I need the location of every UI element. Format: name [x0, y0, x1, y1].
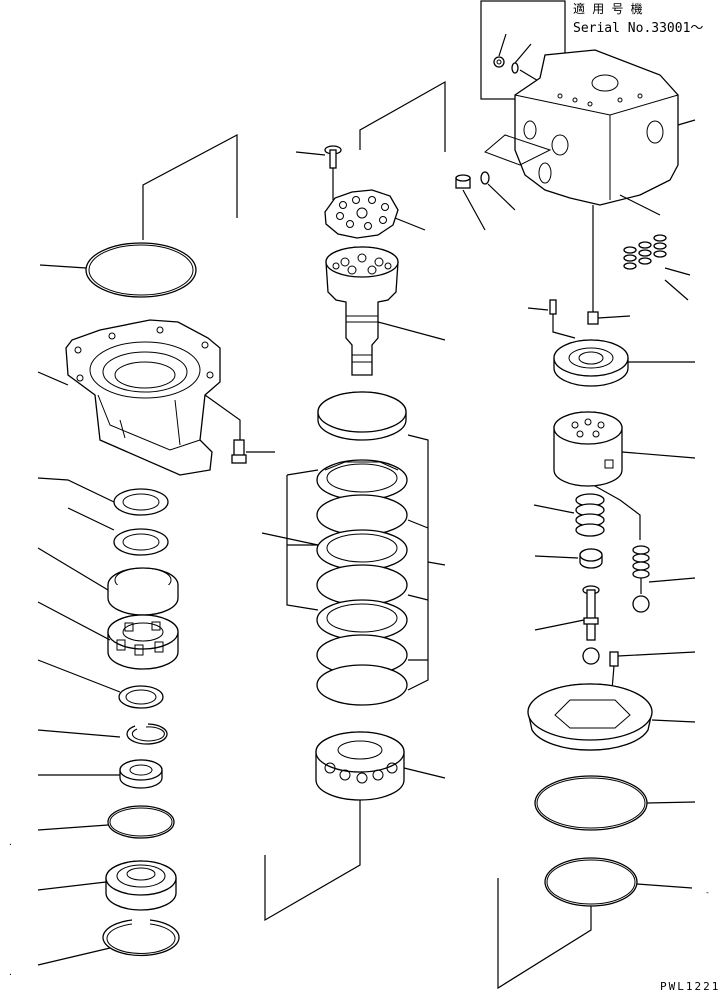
small-pin-right [609, 651, 696, 691]
bracket-mid-top [359, 80, 446, 152]
spring-stack [533, 493, 605, 537]
lock-nut [38, 759, 163, 789]
valve-block [514, 49, 696, 206]
friction-plate-stack [261, 391, 446, 706]
o-ring-right-large [534, 775, 696, 831]
drive-shaft [325, 246, 446, 376]
bearing-race [37, 547, 179, 616]
middle-column-parts [261, 80, 446, 922]
washer-left [37, 659, 164, 709]
small-screw [295, 145, 342, 200]
motor-housing [37, 319, 221, 476]
o-ring-right-small [544, 857, 693, 907]
serial-heading: 適 用 号 機 [573, 1, 643, 16]
serial-inset: 適 用 号 機 Serial No.33001～ [480, 0, 703, 100]
retainer-plate [324, 189, 426, 239]
right-column-parts: - [455, 49, 710, 990]
o-ring-left-small [37, 805, 175, 839]
bracket-mid-bottom [264, 800, 361, 922]
bracket-left-top [142, 134, 238, 240]
end-cover [37, 860, 177, 911]
bracket-right-bottom [497, 878, 592, 990]
pins [527, 205, 631, 339]
cylinder-block [553, 411, 696, 540]
ball-bearing [315, 731, 446, 801]
stray-mark-3: - [705, 888, 710, 897]
housing-bolt [204, 394, 275, 464]
shim-pair [37, 477, 169, 556]
retaining-ring-large [37, 919, 180, 966]
left-column-parts: . . [8, 134, 275, 977]
stray-mark-2: . [8, 968, 13, 977]
piston-assembly-right [632, 545, 696, 613]
serial-number: Serial No.33001～ [573, 21, 703, 36]
valve-plate [553, 339, 695, 387]
center-pin [534, 585, 600, 665]
block-plug [455, 134, 552, 231]
collar [534, 548, 603, 569]
roller-bearing-left [37, 601, 179, 670]
drawing-code: PWL1221 [660, 980, 720, 991]
spring-set [619, 194, 691, 301]
o-ring-large [85, 242, 197, 298]
stray-mark: . [8, 838, 13, 847]
swash-plate [527, 683, 696, 751]
snap-ring-small [37, 723, 168, 745]
